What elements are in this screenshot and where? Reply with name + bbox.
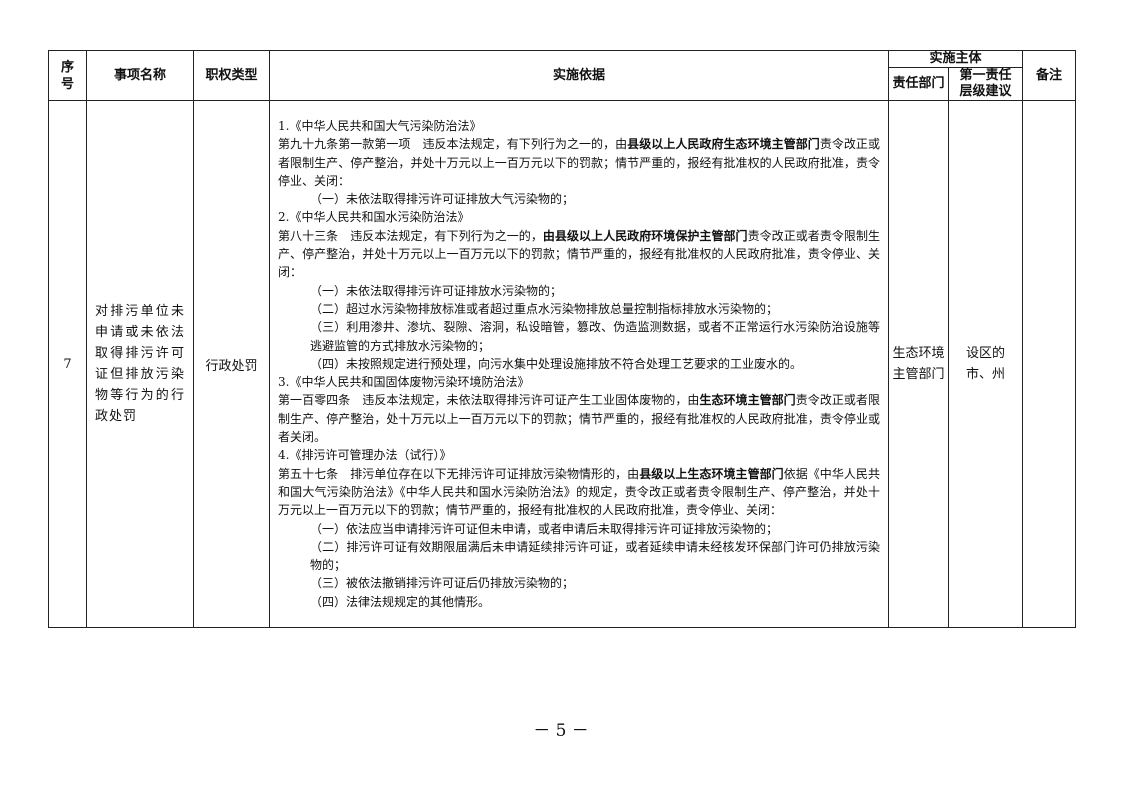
basis-text: 责令改正或者责令限制生产、停产整治，并处十万元以上一百万元以下的罚款；情节严重的… xyxy=(278,228,880,280)
basis-paragraph: 第五十七条 排污单位存在以下无排污许可证排放污染物情形的，由县级以上生态环境主管… xyxy=(278,465,880,520)
basis-authority: 生态环境主管部门 xyxy=(699,393,796,408)
row-seq: 7 xyxy=(48,99,87,629)
basis-text: 3.《中华人民共和国固体废物污染环境防治法》 xyxy=(278,375,530,390)
basis-paragraph: （一）未依法取得排污许可证排放水污染物的； xyxy=(278,282,880,300)
basis-text: 依据《中华人民共和国大气污染防治法》《中华人民共和国水污染防治法》的规定，责令改… xyxy=(278,466,880,518)
basis-paragraph: 1.《中华人民共和国大气污染防治法》 xyxy=(278,117,880,135)
basis-paragraph: 第九十九条第一款第一项 违反本法规定，有下列行为之一的，由县级以上人民政府生态环… xyxy=(278,135,880,190)
basis-paragraph: （三）利用渗井、渗坑、裂隙、溶洞，私设暗管，篡改、伪造监测数据，或者不正常运行水… xyxy=(278,318,880,355)
basis-paragraph: （三）被依法撤销排污许可证后仍排放污染物的； xyxy=(278,574,880,592)
header-power-type: 职权类型 xyxy=(193,50,270,101)
basis-paragraph: 4.《排污许可管理办法（试行）》 xyxy=(278,446,880,464)
basis-paragraph: （一）依法应当申请排污许可证但未申请，或者申请后未取得排污许可证排放污染物的； xyxy=(278,520,880,538)
basis-paragraph: （一）未依法取得排污许可证排放大气污染物的； xyxy=(278,190,880,208)
basis-authority: 由县级以上人民政府环境保护主管部门 xyxy=(542,228,748,243)
basis-text: 2.《中华人民共和国水污染防治法》 xyxy=(278,210,470,225)
basis-text: 责令改正或者限制生产、停产整治，处十万元以上一百万元以下的罚款；情节严重的，报经… xyxy=(278,393,880,445)
basis-text: （三）被依法撤销排污许可证后仍排放污染物的； xyxy=(310,576,575,591)
row-remark xyxy=(1022,99,1077,629)
basis-paragraph: 2.《中华人民共和国水污染防治法》 xyxy=(278,208,880,226)
header-remark: 备注 xyxy=(1022,50,1077,101)
basis-paragraph: （二）排污许可证有效期限届满后未申请延续排污许可证，或者延续申请未经核发环保部门… xyxy=(278,538,880,575)
basis-authority: 县级以上人民政府生态环境主管部门 xyxy=(627,137,820,152)
table-row: 7 对排污单位未申请或未依法取得排污许可证但排放污染物等行为的行政处罚 行政处罚… xyxy=(48,99,1077,629)
basis-text: （一）未依法取得排污许可证排放大气污染物的； xyxy=(310,192,575,207)
header-row-bottom: 责任部门 第一责任 层级建议 xyxy=(49,67,1076,101)
basis-paragraph: 第一百零四条 违反本法规定，未依法取得排污许可证产生工业固体废物的，由生态环境主… xyxy=(278,391,880,446)
item-table: 序 号 事项名称 职权类型 实施依据 实施主体 备注 责任部门 第一责任 层级建… xyxy=(48,50,1077,629)
basis-paragraph: （四）法律法规规定的其他情形。 xyxy=(278,593,880,611)
header-item-name: 事项名称 xyxy=(86,50,194,101)
basis-paragraph: （二）超过水污染物排放标准或者超过重点水污染物排放总量控制指标排放水污染物的； xyxy=(278,300,880,318)
row-basis: 1.《中华人民共和国大气污染防治法》第九十九条第一款第一项 违反本法规定，有下列… xyxy=(269,99,889,629)
basis-text: （一）依法应当申请排污许可证但未申请，或者申请后未取得排污许可证排放污染物的； xyxy=(310,521,779,536)
basis-text: （四）法律法规规定的其他情形。 xyxy=(310,594,491,609)
header-subject: 实施主体 xyxy=(887,50,1024,68)
header-level: 第一责任 层级建议 xyxy=(947,67,1024,101)
basis-text: （四）未按照规定进行预处理，向污水集中处理设施排放不符合处理工艺要求的工业废水的… xyxy=(310,356,803,371)
row-dept: 生态环境 主管部门 xyxy=(888,99,949,629)
basis-text: （三）利用渗井、渗坑、裂隙、溶洞，私设暗管，篡改、伪造监测数据，或者不正常运行水… xyxy=(310,320,880,353)
basis-text: （一）未依法取得排污许可证排放水污染物的； xyxy=(310,283,563,298)
basis-paragraph: （四）未按照规定进行预处理，向污水集中处理设施排放不符合处理工艺要求的工业废水的… xyxy=(278,355,880,373)
basis-text: 4.《排污许可管理办法（试行）》 xyxy=(278,448,452,463)
basis-paragraph: 3.《中华人民共和国固体废物污染环境防治法》 xyxy=(278,373,880,391)
basis-text: 责令改正或者限制生产、停产整治，并处十万元以上一百万元以下的罚款；情节严重的，报… xyxy=(278,137,880,188)
header-basis: 实施依据 xyxy=(269,50,889,101)
basis-paragraph: 第八十三条 违反本法规定，有下列行为之一的，由县级以上人民政府环境保护主管部门责… xyxy=(278,227,880,282)
basis-text: 第八十三条 违反本法规定，有下列行为之一的， xyxy=(278,228,543,243)
header-dept: 责任部门 xyxy=(888,67,949,101)
page-number: － 5 － xyxy=(533,721,589,741)
basis-text: （二）排污许可证有效期限届满后未申请延续排污许可证，或者延续申请未经核发环保部门… xyxy=(310,539,880,573)
row-item-name: 对排污单位未申请或未依法取得排污许可证但排放污染物等行为的行政处罚 xyxy=(86,99,194,629)
basis-authority: 县级以上生态环境主管部门 xyxy=(639,466,784,481)
row-power-type: 行政处罚 xyxy=(193,99,270,629)
basis-text: 第五十七条 排污单位存在以下无排污许可证排放污染物情形的，由 xyxy=(278,466,640,481)
header-row-top: 序 号 事项名称 职权类型 实施依据 实施主体 备注 xyxy=(48,50,1077,101)
header-seq: 序 号 xyxy=(48,50,87,101)
row-level: 设区的 市、州 xyxy=(947,99,1024,629)
basis-text: 第一百零四条 违反本法规定，未依法取得排污许可证产生工业固体废物的，由 xyxy=(278,393,700,408)
basis-text: 1.《中华人民共和国大气污染防治法》 xyxy=(278,119,482,133)
basis-text: （二）超过水污染物排放标准或者超过重点水污染物排放总量控制指标排放水污染物的； xyxy=(310,301,779,316)
basis-text: 第九十九条第一款第一项 违反本法规定，有下列行为之一的，由 xyxy=(278,137,628,152)
